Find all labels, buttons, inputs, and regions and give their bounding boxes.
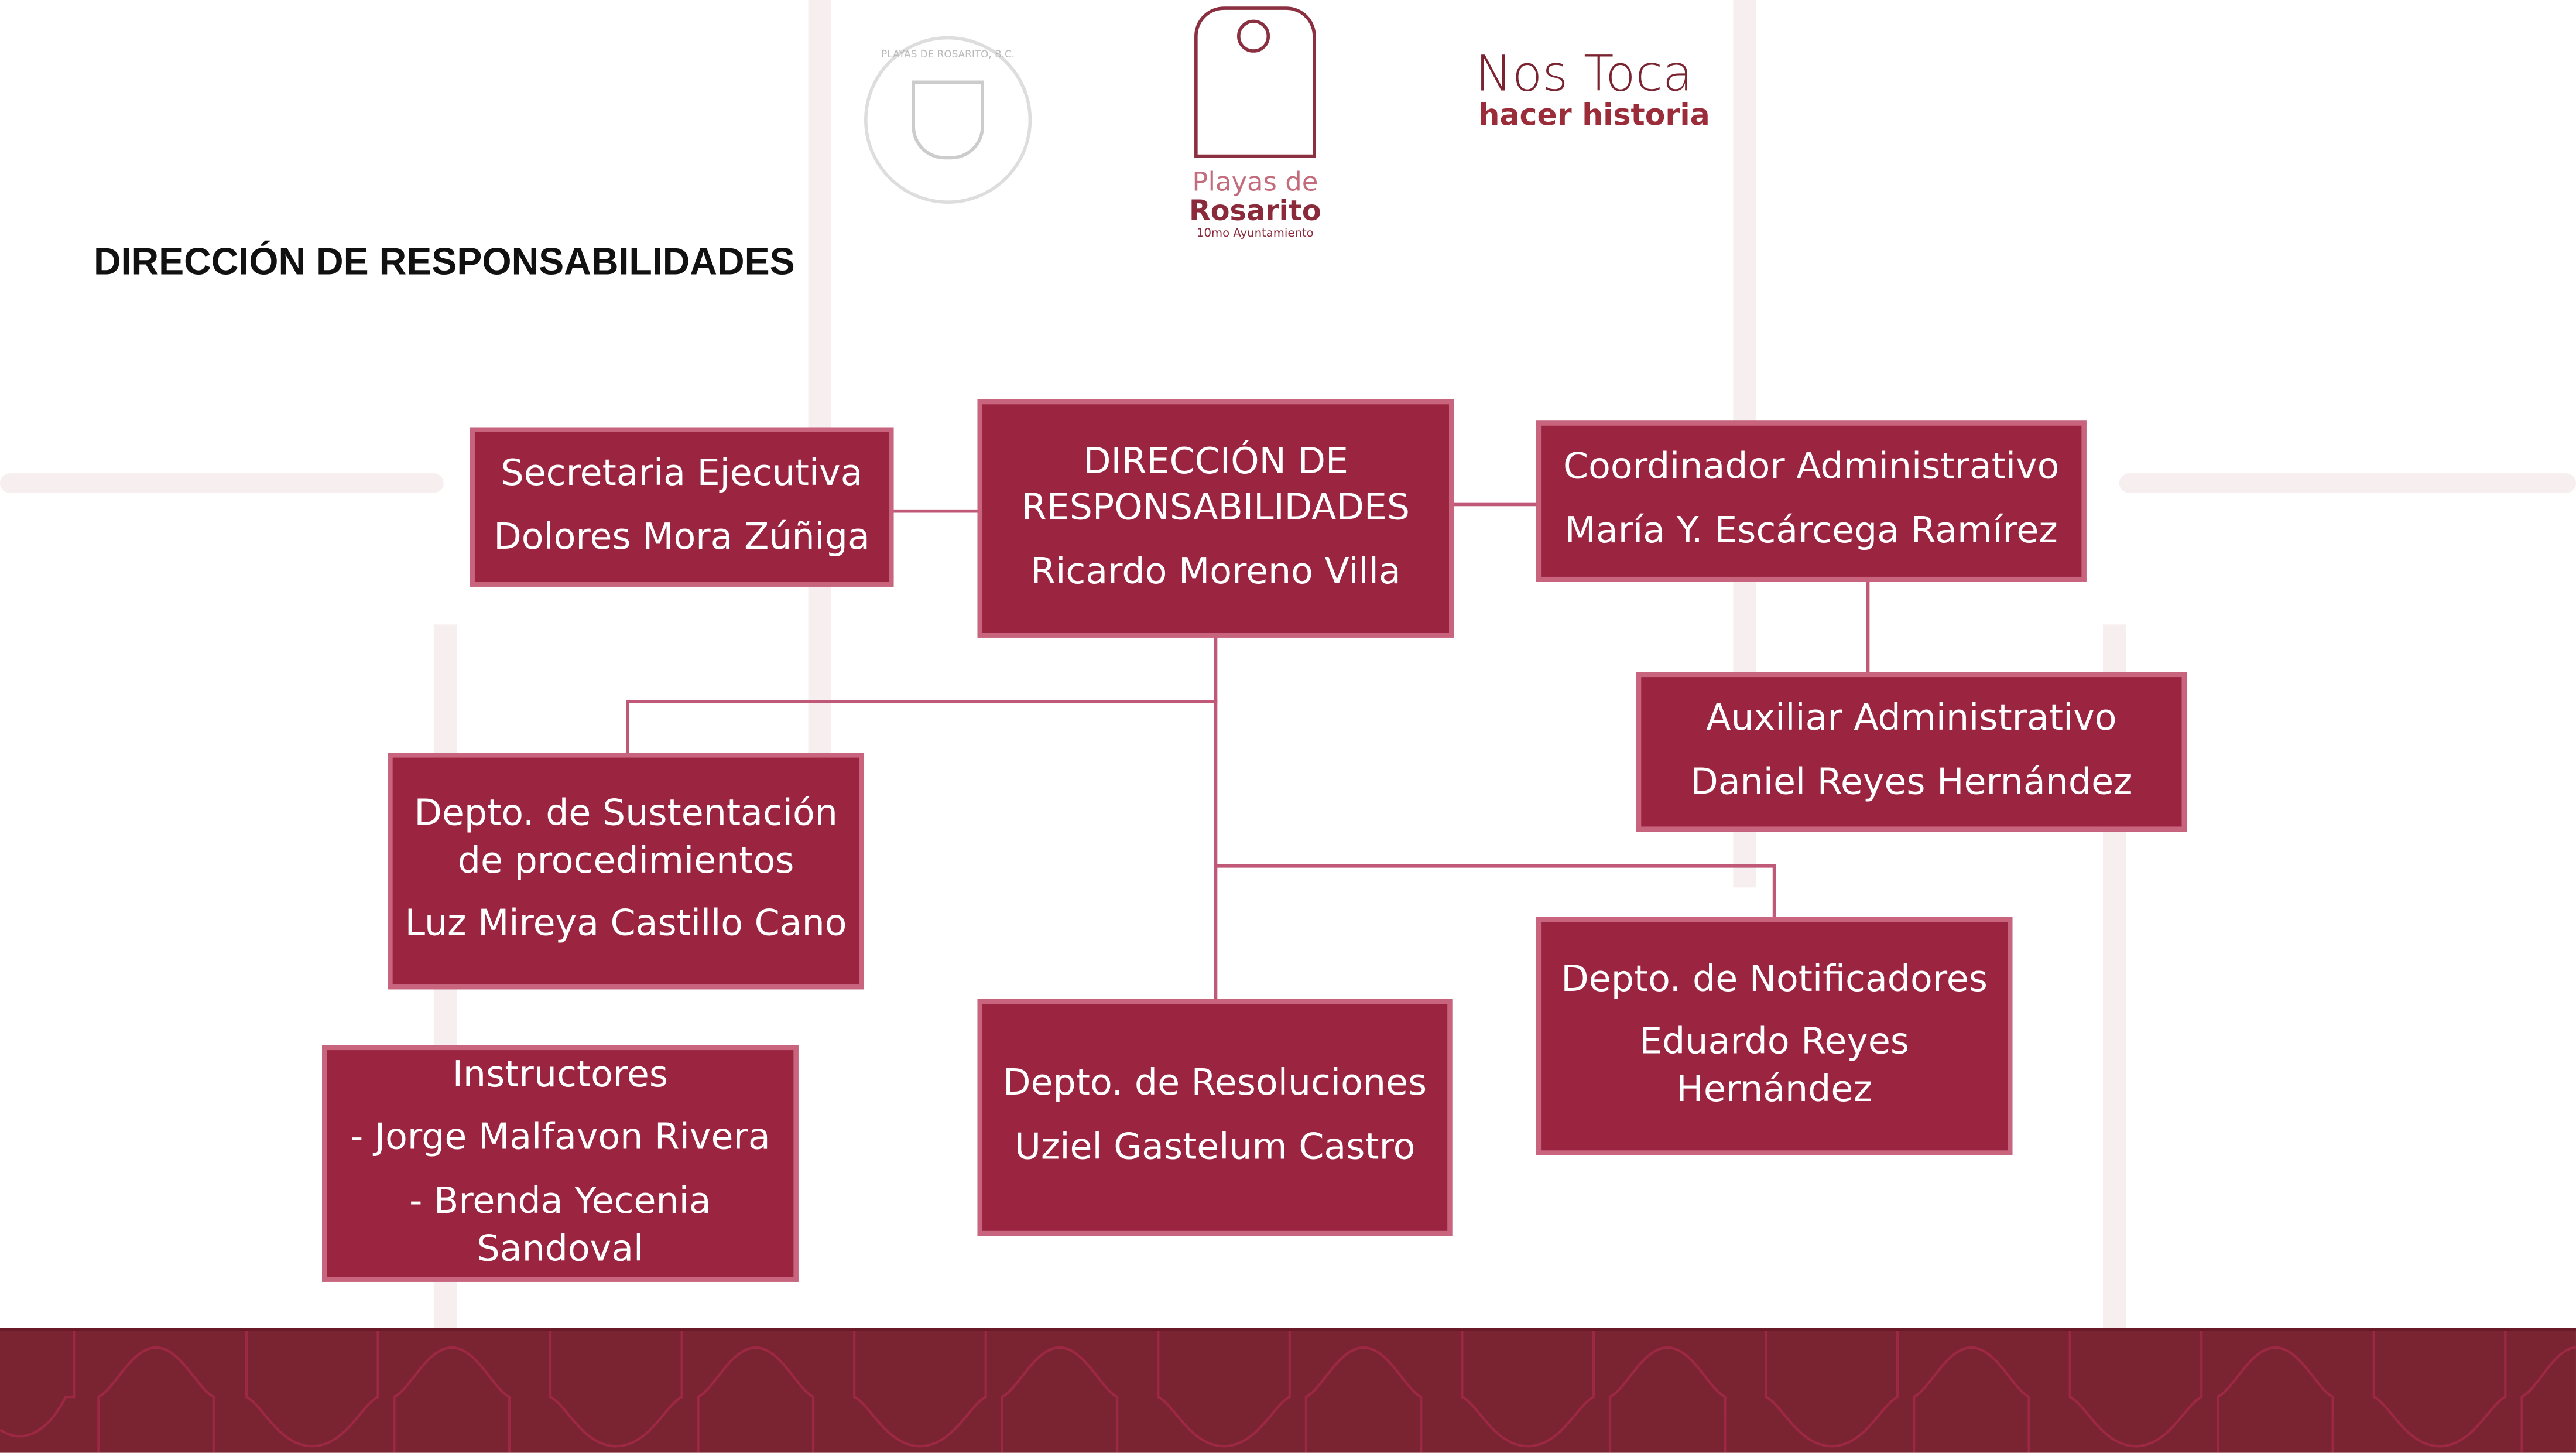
node-title: Auxiliar Administrativo xyxy=(1706,698,2117,740)
municipal-seal-logo: PLAYAS DE ROSARITO, B.C. xyxy=(864,36,1032,204)
connector-line xyxy=(626,700,1218,704)
node-name: Luz Mireya Castillo Cano xyxy=(405,904,847,946)
slogan-line2: hacer historia xyxy=(1478,98,1710,134)
connector-line xyxy=(893,509,978,513)
nos-toca-logo: Nos Toca hacer historia xyxy=(1475,49,1710,131)
connector-line xyxy=(1772,864,1776,917)
org-node-auxiliar: Auxiliar Administrativo Daniel Reyes Her… xyxy=(1636,672,2187,832)
org-node-sustentacion: Depto. de Sustentación de procedimientos… xyxy=(388,753,865,990)
node-title: DIRECCIÓN DE RESPONSABILIDADES xyxy=(1021,441,1410,530)
footer-pattern-band xyxy=(0,1328,2576,1453)
node-member: - Brenda Yecenia Sandoval xyxy=(409,1181,711,1270)
connector-line xyxy=(1866,582,1870,672)
connector-line xyxy=(1214,637,1218,1000)
logo-text-ayuntamiento: 10mo Ayuntamiento xyxy=(1197,227,1314,240)
org-node-notificadores: Depto. de Notificadores Eduardo Reyes He… xyxy=(1536,917,2013,1155)
connector-line xyxy=(626,700,629,753)
org-node-coordinador: Coordinador Administrativo María Y. Escá… xyxy=(1536,420,2087,582)
node-title: Depto. de Sustentación de procedimientos xyxy=(414,794,838,883)
logo-text-playas: Playas de xyxy=(1192,166,1318,197)
logo-text-rosarito: Rosarito xyxy=(1189,195,1321,229)
background-decoration xyxy=(2119,473,2576,493)
slogan-line1: Nos Toca xyxy=(1475,46,1693,104)
node-title: Secretaria Ejecutiva xyxy=(501,453,863,495)
connector-line xyxy=(1454,502,1536,507)
connector-line xyxy=(1214,864,1776,868)
node-title: Instructores xyxy=(452,1054,669,1096)
background-decoration xyxy=(0,473,444,493)
node-title: Depto. de Resoluciones xyxy=(1003,1064,1427,1105)
node-name: Uziel Gastelum Castro xyxy=(1014,1127,1416,1169)
node-name: Daniel Reyes Hernández xyxy=(1690,761,2133,803)
footer-wave-pattern xyxy=(0,1331,2576,1453)
playas-de-rosarito-logo: Playas de Rosarito 10mo Ayuntamiento xyxy=(1180,6,1331,240)
node-member: - Jorge Malfavon Rivera xyxy=(350,1118,770,1160)
node-title: Depto. de Notificadores xyxy=(1561,959,1988,1000)
org-node-secretaria: Secretaria Ejecutiva Dolores Mora Zúñiga xyxy=(470,427,894,587)
node-name: Eduardo Reyes Hernández xyxy=(1639,1022,1909,1111)
node-title: Coordinador Administrativo xyxy=(1563,447,2060,489)
page-title: DIRECCIÓN DE RESPONSABILIDADES xyxy=(93,240,795,283)
org-node-director: DIRECCIÓN DE RESPONSABILIDADES Ricardo M… xyxy=(977,399,1454,638)
node-name: Dolores Mora Zúñiga xyxy=(494,517,870,558)
org-node-instructores: Instructores - Jorge Malfavon Rivera - B… xyxy=(321,1045,799,1282)
org-node-resoluciones: Depto. de Resoluciones Uziel Gastelum Ca… xyxy=(977,999,1453,1236)
node-name: María Y. Escárcega Ramírez xyxy=(1564,511,2058,552)
node-name: Ricardo Moreno Villa xyxy=(1030,552,1401,593)
seal-text: PLAYAS DE ROSARITO, B.C. xyxy=(881,49,1015,61)
